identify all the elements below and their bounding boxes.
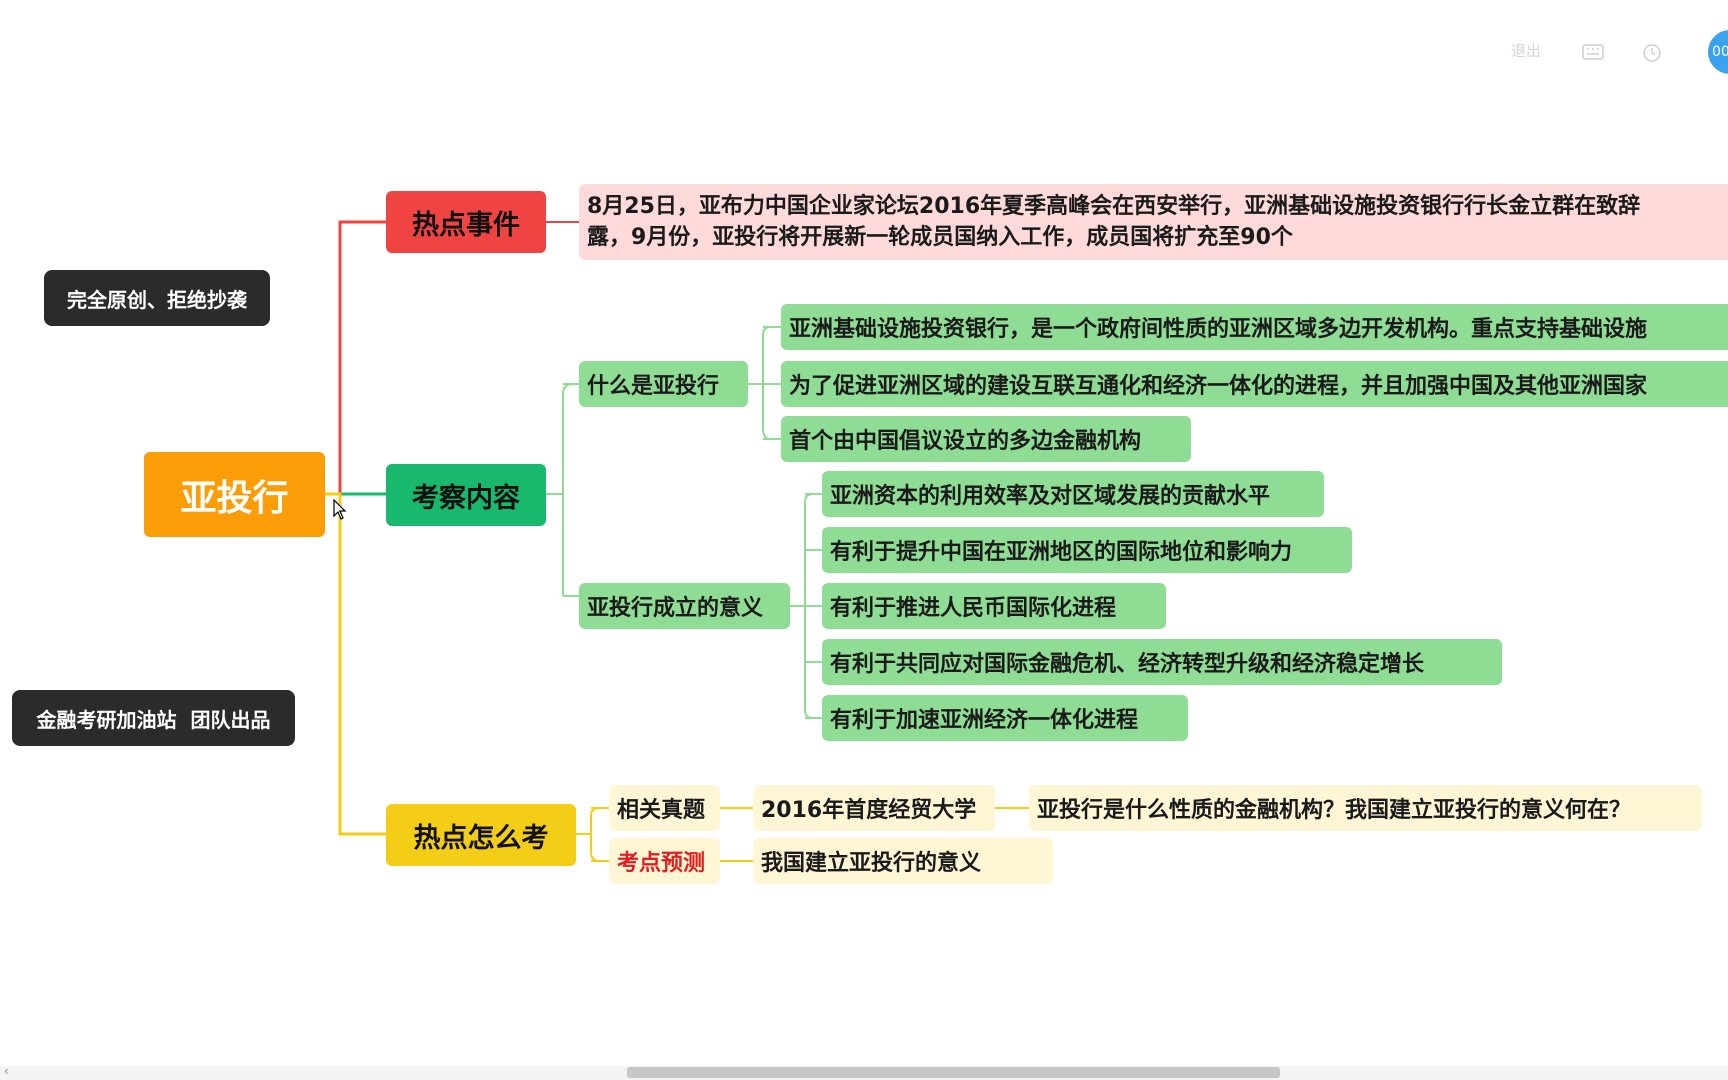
exit-button[interactable]: 退出	[1511, 42, 1542, 60]
hot-event-text-line1: 8月25日，亚布力中国企业家论坛2016年夏季高峰会在西安举行，亚洲基础设施投资…	[587, 194, 1641, 219]
team-badge: 金融考研加油站 团队出品	[12, 690, 295, 746]
scroll-left-icon[interactable]: ‹	[4, 1064, 9, 1078]
what-is-item-text: 为了促进亚洲区域的建设互联互通化和经济一体化的进程，并且加强中国及其他亚洲国家	[789, 374, 1648, 399]
what-is-item[interactable]: 亚洲基础设施投资银行，是一个政府间性质的亚洲区域多边开发机构。重点支持基础设施	[781, 304, 1728, 350]
mouse-cursor-icon	[333, 499, 347, 520]
exam-content-node[interactable]: 考察内容	[386, 464, 546, 526]
past-question-text: 亚投行是什么性质的金融机构？我国建立亚投行的意义何在？	[1037, 798, 1632, 823]
past-question-source[interactable]: 2016年首度经贸大学	[753, 785, 995, 831]
significance-item-text: 亚洲资本的利用效率及对区域发展的贡献水平	[830, 484, 1271, 509]
how-to-test-node[interactable]: 热点怎么考	[386, 804, 576, 866]
significance-label: 亚投行成立的意义	[587, 596, 764, 621]
past-question-source-text: 2016年首度经贸大学	[761, 798, 977, 823]
root-label: 亚投行	[180, 477, 289, 519]
significance-item[interactable]: 有利于加速亚洲经济一体化进程	[822, 695, 1188, 741]
hot-event-text-node[interactable]: 8月25日，亚布力中国企业家论坛2016年夏季高峰会在西安举行，亚洲基础设施投资…	[579, 184, 1728, 260]
hot-event-text-line2: 露，9月份，亚投行将开展新一轮成员国纳入工作，成员国将扩充至90个	[587, 225, 1293, 250]
significance-item[interactable]: 有利于共同应对国际金融危机、经济转型升级和经济稳定增长	[822, 639, 1502, 685]
original-badge-text: 完全原创、拒绝抄袭	[67, 287, 247, 312]
past-question-text-node[interactable]: 亚投行是什么性质的金融机构？我国建立亚投行的意义何在？	[1029, 785, 1702, 831]
prediction-node[interactable]: 考点预测	[609, 838, 720, 884]
significance-node[interactable]: 亚投行成立的意义	[579, 583, 790, 629]
root-node[interactable]: 亚投行	[144, 452, 325, 537]
significance-item-text: 有利于推进人民币国际化进程	[830, 596, 1117, 621]
avatar-text: 00	[1712, 44, 1728, 60]
what-is-item[interactable]: 首个由中国倡议设立的多边金融机构	[781, 416, 1191, 462]
scrollbar-thumb[interactable]	[627, 1067, 1280, 1078]
original-badge: 完全原创、拒绝抄袭	[44, 270, 270, 326]
avatar[interactable]: 00	[1708, 30, 1728, 74]
what-is-item-text: 首个由中国倡议设立的多边金融机构	[789, 429, 1142, 454]
significance-item-text: 有利于提升中国在亚洲地区的国际地位和影响力	[830, 540, 1293, 565]
prediction-label: 考点预测	[617, 851, 706, 876]
prediction-text-node[interactable]: 我国建立亚投行的意义	[753, 838, 1053, 884]
what-is-label: 什么是亚投行	[587, 374, 720, 399]
how-to-test-label: 热点怎么考	[413, 822, 549, 854]
prediction-text: 我国建立亚投行的意义	[761, 851, 982, 876]
what-is-node[interactable]: 什么是亚投行	[579, 361, 748, 407]
keyboard-icon[interactable]	[1582, 44, 1604, 64]
past-questions-node[interactable]: 相关真题	[609, 785, 720, 831]
exam-content-label: 考察内容	[412, 482, 520, 514]
significance-item[interactable]: 亚洲资本的利用效率及对区域发展的贡献水平	[822, 471, 1324, 517]
team-badge-text: 金融考研加油站 团队出品	[36, 707, 271, 732]
significance-item[interactable]: 有利于推进人民币国际化进程	[822, 583, 1166, 629]
past-questions-label: 相关真题	[617, 798, 706, 823]
what-is-item[interactable]: 为了促进亚洲区域的建设互联互通化和经济一体化的进程，并且加强中国及其他亚洲国家	[781, 361, 1728, 407]
significance-item-text: 有利于加速亚洲经济一体化进程	[830, 708, 1139, 733]
significance-item[interactable]: 有利于提升中国在亚洲地区的国际地位和影响力	[822, 527, 1352, 573]
clock-icon[interactable]	[1642, 43, 1662, 67]
hot-event-node[interactable]: 热点事件	[386, 191, 546, 253]
what-is-item-text: 亚洲基础设施投资银行，是一个政府间性质的亚洲区域多边开发机构。重点支持基础设施	[789, 317, 1648, 342]
significance-item-text: 有利于共同应对国际金融危机、经济转型升级和经济稳定增长	[830, 652, 1425, 677]
hot-event-label: 热点事件	[412, 209, 520, 241]
